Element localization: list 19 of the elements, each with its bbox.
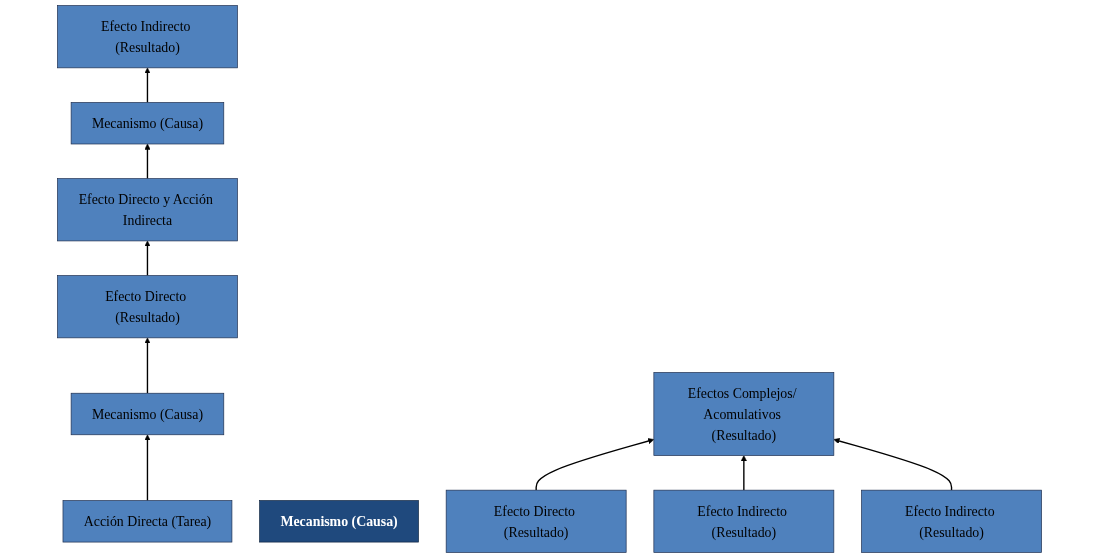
node-box: Efectos Complejos/ Acomulativos (Resultado) bbox=[653, 372, 835, 456]
node-box: Efecto Directo (Resultado) bbox=[445, 489, 627, 553]
node-box: Efecto Indirecto (Resultado) bbox=[57, 5, 238, 69]
arrow bbox=[833, 438, 953, 491]
arrow bbox=[144, 67, 151, 104]
arrow bbox=[144, 240, 151, 277]
arrow bbox=[144, 337, 151, 394]
arrow bbox=[144, 143, 151, 180]
node-box: Mecanismo (Causa) bbox=[70, 392, 225, 436]
arrow bbox=[144, 434, 151, 502]
node-box: Efecto Directo (Resultado) bbox=[57, 275, 238, 339]
node-box: Efecto Indirecto (Resultado) bbox=[653, 489, 835, 553]
arrow bbox=[535, 438, 655, 491]
node-box: Mecanismo (Causa) bbox=[70, 102, 225, 145]
node-box: Acción Directa (Tarea) bbox=[62, 500, 233, 543]
node-box: Efecto Directo y Acción Indirecta bbox=[57, 178, 238, 242]
node-box: Efecto Indirecto (Resultado) bbox=[861, 489, 1042, 553]
arrow bbox=[740, 455, 747, 491]
node-box: Mecanismo (Causa) bbox=[259, 500, 419, 543]
